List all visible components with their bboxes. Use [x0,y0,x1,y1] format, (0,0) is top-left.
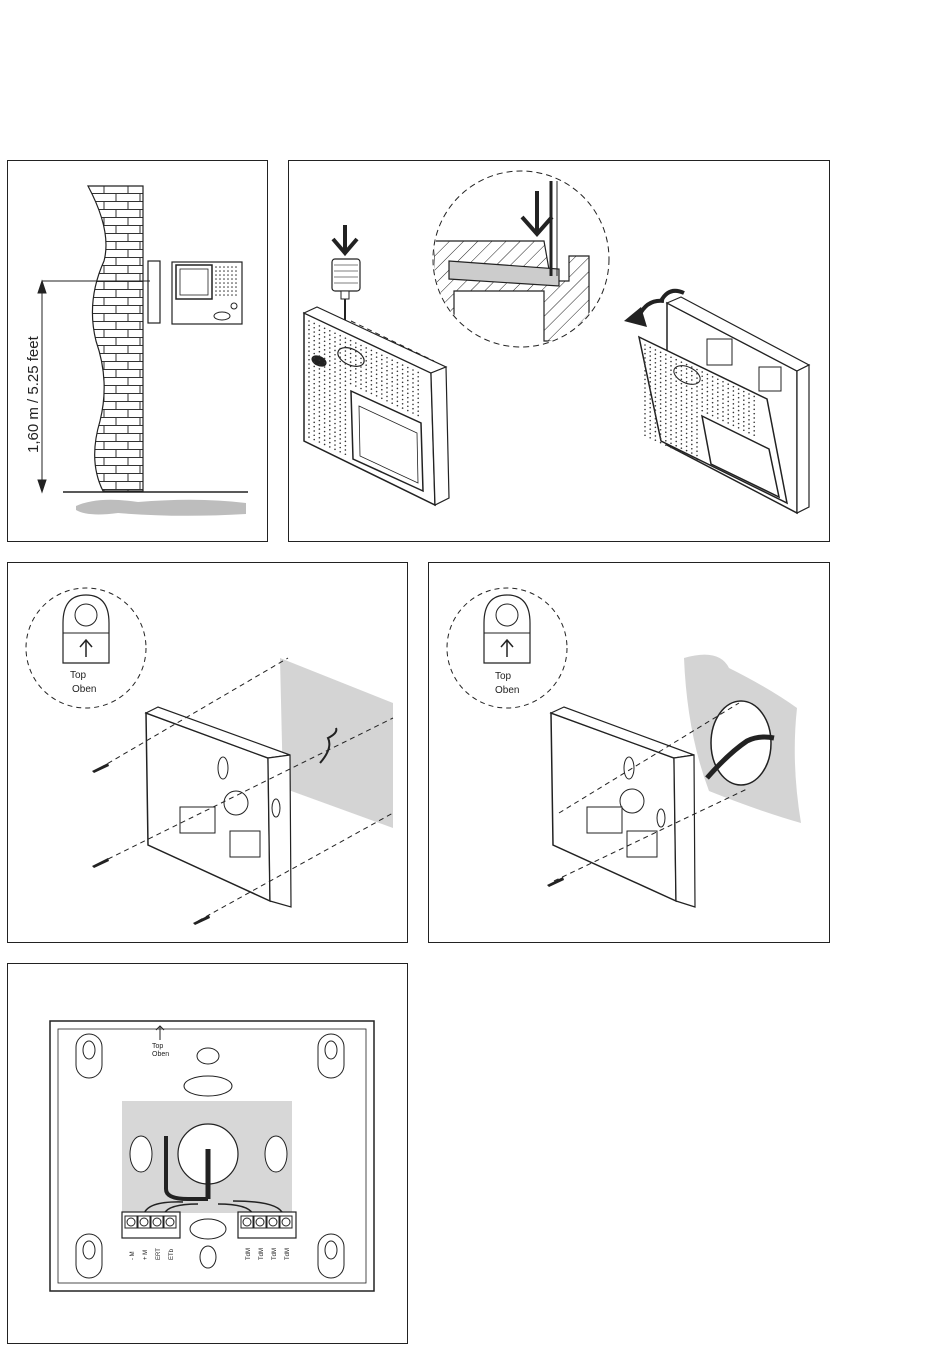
screw-icon [547,877,564,887]
floor-shadow [76,500,246,516]
arrow-oben-label: Oben [152,1051,169,1058]
panel-surface-mounting: Top Oben [7,562,408,943]
terminal-label: TdM [259,1248,265,1260]
wiring-terminals-illustration: Top Oben - M + M ERT ETb TdM TdM TdM TdM [8,964,409,1345]
arrow-top-label: Top [152,1043,163,1050]
panel-wiring-terminals: Top Oben - M + M ERT ETb TdM TdM TdM TdM [7,963,408,1344]
badge-top: Top [495,671,512,682]
terminal-label: TdM [272,1248,278,1260]
mount-slot [190,1219,226,1239]
badge-oben: Oben [72,684,96,695]
orientation-badge: Top Oben [26,588,146,708]
open-housing-illustration [289,161,831,543]
panel-flush-box-mounting: Top Oben [428,562,830,943]
arrow-down-icon [333,225,357,253]
back-box [146,707,291,907]
terminal-label: ETb [169,1248,175,1260]
panel-mounting-height: 1,60 m / 5.25 feet [7,160,268,542]
badge-oben: Oben [495,685,519,696]
badge-top: Top [70,670,87,681]
screwdriver-icon [332,259,360,321]
mount-slot [130,1136,152,1172]
panel-open-housing [288,160,830,542]
terminal-label: TdM [285,1248,291,1260]
device-closed [304,307,449,505]
mount-slot [265,1136,287,1172]
detail-magnifier [433,171,609,347]
terminal-label: ERT [156,1248,162,1260]
height-label: 1,60 m / 5.25 feet [25,335,42,453]
brick-wall [88,186,143,491]
terminal-label: + M [143,1250,149,1260]
orientation-badge: Top Oben [447,588,567,708]
mount-hole [200,1246,216,1268]
back-box [551,707,695,907]
device-opened [639,297,809,513]
mount-slot [184,1076,232,1096]
surface-mounting-illustration: Top Oben [8,563,409,944]
flush-box-mounting-illustration: Top Oben [429,563,831,944]
device-side-view [148,261,160,323]
mount-hole [197,1048,219,1064]
terminal-label: TdM [246,1248,252,1260]
mounting-height-illustration: 1,60 m / 5.25 feet [8,161,269,543]
wall-surface [280,658,393,828]
terminal-label: - M [130,1251,136,1260]
